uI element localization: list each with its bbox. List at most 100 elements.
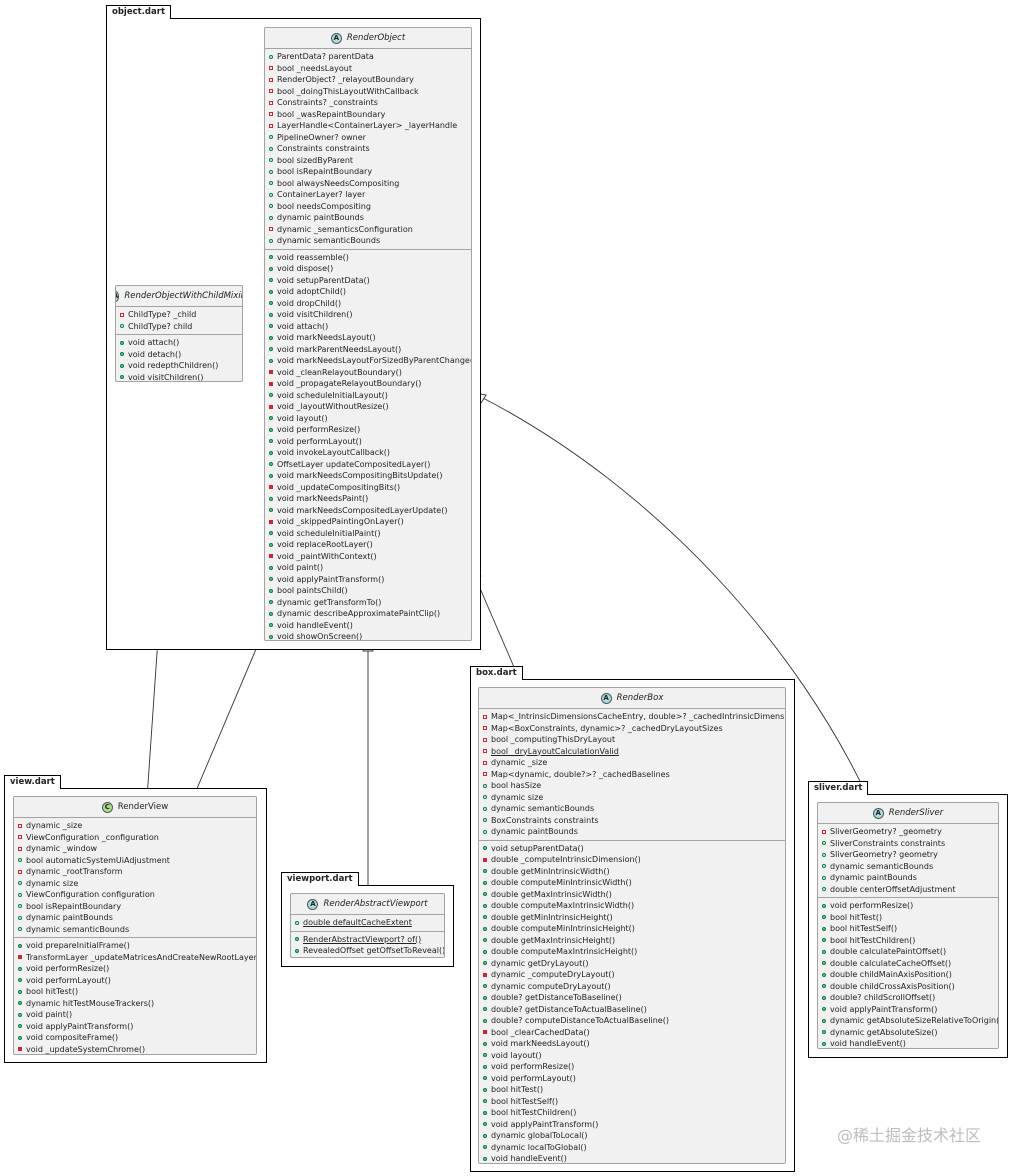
member-text: void applyPaintTransform(): [491, 1119, 599, 1129]
public-visibility-icon: [18, 1001, 22, 1006]
public-visibility-icon: [269, 312, 273, 317]
class-field: Map<_IntrinsicDimensionsCacheEntry, doub…: [483, 711, 785, 723]
class-method: void layout(): [269, 413, 467, 425]
public-visibility-icon: [822, 938, 826, 943]
private-visibility-icon: [483, 972, 487, 977]
class-field: ContainerLayer? layer: [269, 189, 467, 201]
class-field: bool isRepaintBoundary: [269, 166, 467, 178]
member-text: ChildType? _child: [128, 310, 197, 319]
class-method: bool hitTestSelf(): [483, 1096, 781, 1108]
abstract-stereotype-icon: A: [872, 807, 884, 819]
member-text: dynamic paintBounds: [830, 873, 917, 882]
member-text: OffsetLayer updateCompositedLayer(): [277, 459, 431, 469]
public-visibility-icon: [483, 1122, 487, 1127]
class-method: void performLayout(): [18, 975, 252, 987]
member-text: void performResize(): [830, 901, 914, 910]
member-text: double centerOffsetAdjustment: [830, 884, 956, 894]
member-text: double calculateCacheOffset(): [830, 958, 952, 968]
public-visibility-icon: [18, 1024, 22, 1029]
class-method: dynamic describeApproximatePaintClip(): [269, 608, 467, 620]
class-method: void applyPaintTransform(): [822, 1004, 994, 1016]
member-text: void showOnScreen(): [277, 632, 363, 641]
class-name: RenderSliver: [888, 808, 944, 818]
class-field: bool _needsLayout: [269, 63, 467, 75]
public-visibility-icon: [269, 358, 273, 363]
private-visibility-icon: [18, 1047, 22, 1052]
class-method: void dropChild(): [269, 298, 467, 310]
class-method: void paint(): [18, 1009, 252, 1021]
member-text: dynamic globalToLocal(): [491, 1131, 588, 1140]
member-text: void _updateCompositingBits(): [277, 482, 401, 492]
class-method: void applyPaintTransform(): [18, 1021, 252, 1033]
public-visibility-icon: [18, 892, 22, 897]
public-visibility-icon: [483, 961, 487, 966]
methods-section: void setupParentData()double _computeInt…: [479, 841, 785, 1163]
class-field: ChildType? _child: [120, 309, 238, 321]
member-text: bool needsCompositing: [277, 201, 371, 211]
class-method: TransformLayer _updateMatricesAndCreateN…: [18, 952, 256, 964]
member-text: bool _dryLayoutCalculationValid: [491, 746, 619, 756]
class-method: void markNeedsPaint(): [269, 493, 467, 505]
member-text: SliverConstraints constraints: [830, 838, 946, 848]
public-visibility-icon: [269, 347, 273, 352]
class-method: void redepthChildren(): [120, 360, 238, 372]
member-text: dynamic _rootTransform: [26, 867, 123, 876]
member-text: dynamic semanticBounds: [830, 861, 934, 871]
public-visibility-icon: [18, 904, 22, 909]
public-visibility-icon: [483, 795, 487, 800]
class-method: dynamic getAbsoluteSizeRelativeToOrigin(…: [822, 1015, 998, 1027]
member-text: TransformLayer _updateMatricesAndCreateN…: [26, 952, 257, 962]
public-visibility-icon: [295, 948, 299, 953]
member-text: dynamic hitTestMouseTrackers(): [26, 998, 155, 1008]
public-visibility-icon: [269, 266, 273, 271]
class-method: void markNeedsLayoutForSizedByParentChan…: [269, 355, 471, 367]
class-method: void markNeedsCompositedLayerUpdate(): [269, 505, 467, 517]
member-text: LayerHandle<ContainerLayer> _layerHandle: [277, 121, 458, 130]
private-visibility-icon: [269, 112, 273, 117]
class-method: void paint(): [269, 562, 467, 574]
class-method: dynamic _computeDryLayout(): [483, 969, 781, 981]
private-visibility-icon: [269, 100, 273, 105]
class-method: void visitChildren(): [269, 309, 467, 321]
public-visibility-icon: [822, 1018, 826, 1023]
class-field: bool needsCompositing: [269, 201, 467, 213]
public-visibility-icon: [269, 278, 273, 283]
public-visibility-icon: [18, 927, 22, 932]
private-visibility-icon: [269, 485, 273, 490]
public-visibility-icon: [269, 169, 273, 174]
member-text: bool hitTest(): [830, 912, 883, 922]
class-method: void layout(): [483, 1050, 781, 1062]
class-method: void _updateCompositingBits(): [269, 482, 467, 494]
class-field: dynamic paintBounds: [822, 872, 994, 884]
member-text: double computeMinIntrinsicHeight(): [491, 924, 635, 933]
member-text: bool isRepaintBoundary: [26, 901, 122, 911]
class-method: dynamic computeDryLayout(): [483, 981, 781, 993]
member-text: void applyPaintTransform(): [830, 1004, 938, 1014]
public-visibility-icon: [18, 989, 22, 994]
class-render-object-with-child-mixin[interactable]: ARenderObjectWithChildMixinChildType? _c…: [115, 285, 243, 382]
member-text: void _updateSystemChrome(): [26, 1044, 146, 1054]
member-text: dynamic getDryLayout(): [491, 958, 589, 968]
public-visibility-icon: [822, 864, 826, 869]
member-text: dynamic paintBounds: [491, 827, 578, 836]
class-field: RenderObject? _relayoutBoundary: [269, 74, 467, 86]
private-visibility-icon: [483, 1030, 487, 1035]
class-field: dynamic _size: [483, 757, 781, 769]
public-visibility-icon: [483, 818, 487, 823]
public-visibility-icon: [269, 531, 273, 536]
class-method: void invokeLayoutCallback(): [269, 447, 467, 459]
public-visibility-icon: [269, 204, 273, 209]
class-method: void detach(): [120, 349, 238, 361]
public-visibility-icon: [483, 1007, 487, 1012]
class-method: dynamic hitTestMouseTrackers(): [18, 998, 252, 1010]
public-visibility-icon: [269, 301, 273, 306]
member-text: void visitChildren(): [128, 372, 204, 382]
